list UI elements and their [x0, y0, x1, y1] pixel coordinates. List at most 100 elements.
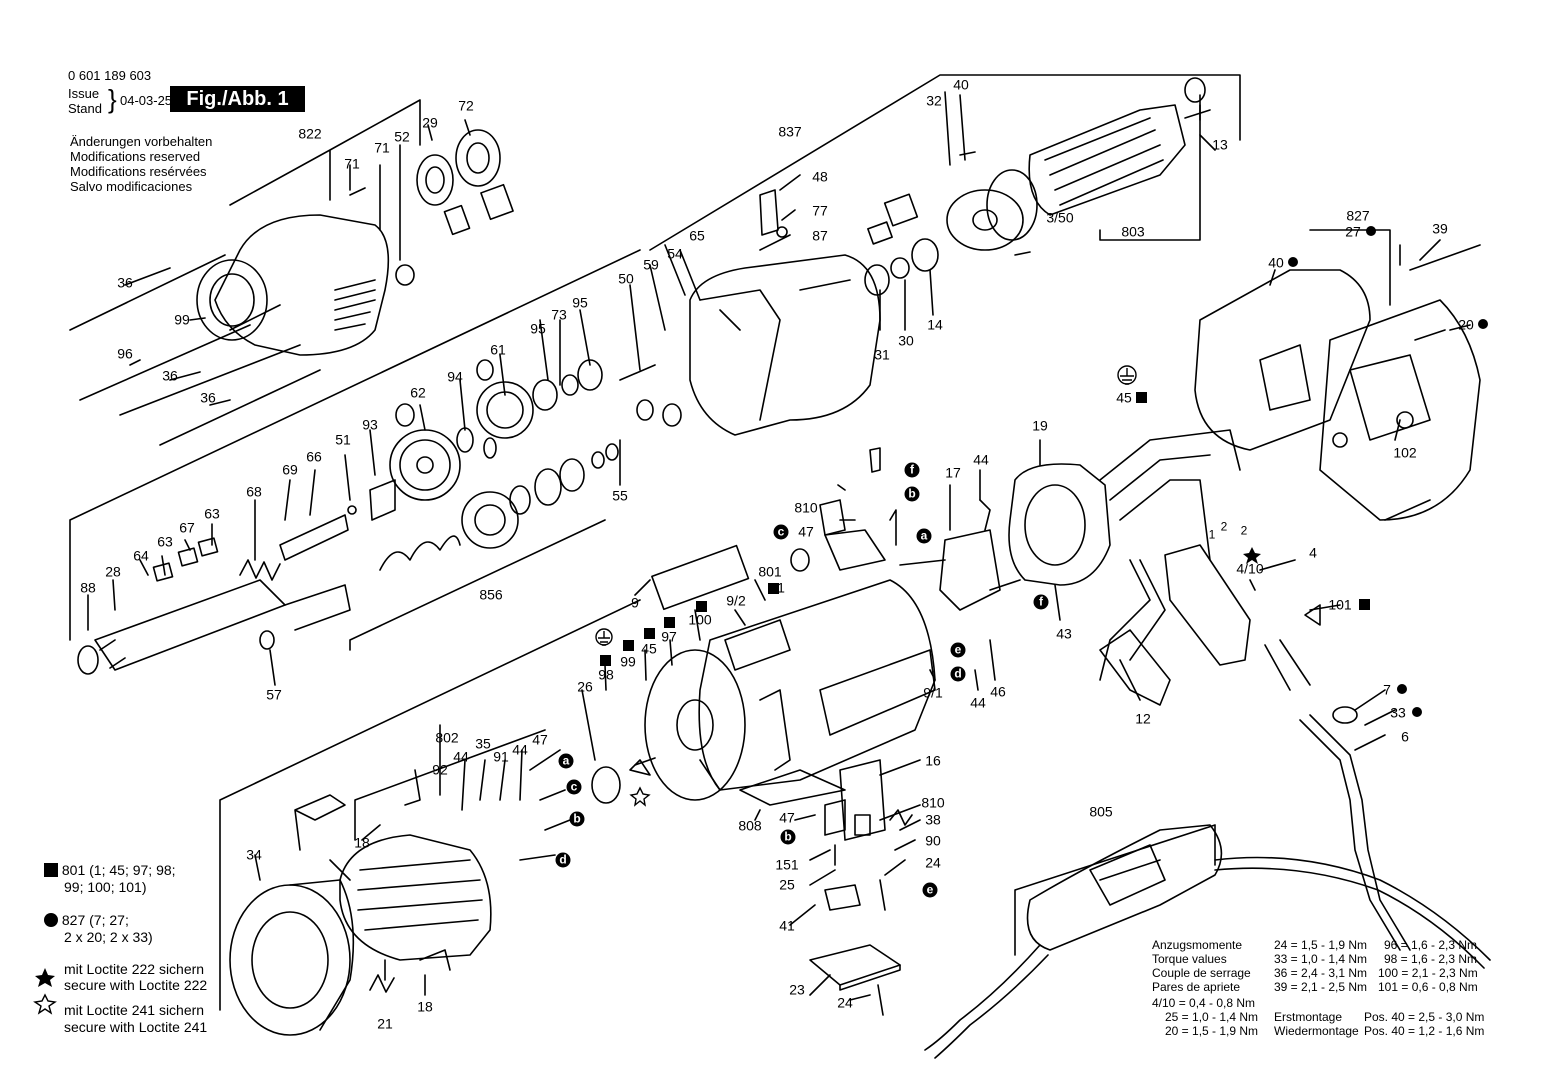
callout-45a: 45	[1116, 389, 1132, 406]
callout-45b: 45	[641, 640, 657, 657]
bracket-856	[349, 519, 606, 651]
callout-808: 808	[738, 817, 762, 834]
bracket-822	[229, 99, 421, 206]
modification-note-fr: Modifications resérvées	[70, 164, 207, 179]
callout-57: 57	[266, 686, 282, 703]
callout-822: 822	[298, 125, 322, 142]
callout-35: 35	[475, 735, 491, 752]
marker-dot-27	[1366, 226, 1376, 236]
torque-value-33: 33 = 1,0 - 1,4 Nm	[1274, 952, 1368, 966]
callout-92: 92	[432, 761, 448, 778]
marker-square-99	[623, 640, 634, 651]
callout-99a: 99	[174, 311, 190, 328]
spindle-28	[94, 579, 286, 671]
screw-36-b	[119, 344, 301, 416]
callout-63a: 63	[204, 505, 220, 522]
marker-d-2: d	[555, 852, 571, 868]
bracket-805	[1014, 824, 1216, 956]
callout-98: 98	[598, 666, 614, 683]
callout-9-2: 9/2	[726, 592, 746, 609]
handle-20	[1319, 299, 1481, 521]
gear-62	[389, 429, 461, 501]
legend-diamond-2: secure with Loctite 241	[64, 1019, 208, 1035]
marker-d-1: d	[950, 666, 966, 682]
spring-68	[239, 559, 281, 581]
torque-label-es: Pares de apriete	[1152, 980, 1241, 994]
legend-square-text-1: 801 (1; 45; 97; 98;	[61, 862, 176, 878]
marker-dot-40	[1288, 257, 1298, 267]
callout-21: 21	[377, 1015, 393, 1032]
callout-801: 801	[758, 563, 782, 580]
marker-b-2: b	[569, 811, 585, 827]
callout-39: 39	[1432, 220, 1448, 237]
callout-99b: 99	[620, 653, 636, 670]
legend-square-2: 99; 100; 101)	[64, 879, 147, 895]
handle-827	[1194, 269, 1371, 451]
callout-71a: 71	[344, 155, 360, 172]
callout-44d: 44	[512, 741, 528, 758]
callout-94: 94	[447, 368, 463, 385]
marker-dot-20	[1478, 319, 1488, 329]
torque-value-98: 98 = 1,6 - 2,3 Nm	[1384, 952, 1478, 966]
callout-803: 803	[1121, 223, 1145, 240]
bracket-803	[1099, 104, 1201, 241]
callout-28: 28	[105, 563, 121, 580]
screw-96	[79, 324, 251, 401]
callout-96: 96	[117, 345, 133, 362]
callout-47c: 47	[779, 809, 795, 826]
callout-59: 59	[643, 256, 659, 273]
callout-100: 100	[688, 611, 712, 628]
bracket-837	[649, 74, 1241, 251]
callout-3-50: 3/50	[1046, 209, 1074, 226]
marker-a-1: a	[916, 528, 932, 544]
callout-44c: 44	[453, 748, 469, 765]
callout-19: 19	[1032, 417, 1048, 434]
shaft-66	[279, 514, 349, 561]
callout-62: 62	[410, 384, 426, 401]
torque-value-4-10: 4/10 = 0,4 - 0,8 Nm	[1152, 996, 1256, 1010]
callout-29: 29	[422, 114, 438, 131]
callout-38: 38	[925, 811, 941, 828]
marker-a-2: a	[558, 753, 574, 769]
torque-value-36: 36 = 2,4 - 3,1 Nm	[1274, 966, 1368, 980]
motor-housing-837	[689, 254, 881, 436]
callout-90: 90	[925, 832, 941, 849]
callout-101: 101	[1328, 596, 1352, 613]
field-802	[339, 834, 492, 961]
legend-square-1: 801 (1; 45; 97; 98;	[44, 862, 176, 879]
issue-brace: }	[108, 84, 117, 114]
callout-810b: 810	[921, 794, 945, 811]
callout-24a: 24	[925, 854, 941, 871]
callout-805: 805	[1089, 803, 1113, 820]
modification-note-de: Änderungen vorbehalten	[70, 134, 213, 149]
callout-64: 64	[133, 547, 149, 564]
callout-93: 93	[362, 416, 378, 433]
marker-b-3: b	[780, 829, 796, 845]
screw-39	[1409, 244, 1481, 271]
callout-46: 46	[990, 683, 1006, 700]
spring-38	[889, 809, 913, 826]
part-number: 0 601 189 603	[68, 68, 152, 83]
frame-upper-gear-group	[69, 249, 641, 641]
callout-44a: 44	[973, 451, 989, 468]
legend-diamond-1: mit Loctite 241 sichern	[64, 1002, 205, 1018]
cover-23	[809, 944, 901, 986]
modification-note-es: Salvo modificaciones	[70, 179, 193, 194]
torque-label-fr: Couple de serrage	[1152, 966, 1251, 980]
torque-value-24: 24 = 1,5 - 1,9 Nm	[1274, 938, 1368, 952]
callout-9: 9	[631, 594, 639, 611]
gear-856	[461, 491, 519, 549]
callout-97: 97	[661, 628, 677, 645]
callout-151: 151	[775, 856, 799, 873]
legend-star-1: mit Loctite 222 sichern	[64, 961, 205, 977]
hose-805	[1026, 824, 1223, 951]
callout-30: 30	[898, 332, 914, 349]
callout-16: 16	[925, 752, 941, 769]
callout-24b: 24	[837, 994, 853, 1011]
callout-13: 13	[1212, 136, 1228, 153]
gear-housing-822	[214, 214, 390, 356]
marker-square-97	[664, 617, 675, 628]
callout-41: 41	[779, 917, 795, 934]
marker-square-45b	[644, 628, 655, 639]
